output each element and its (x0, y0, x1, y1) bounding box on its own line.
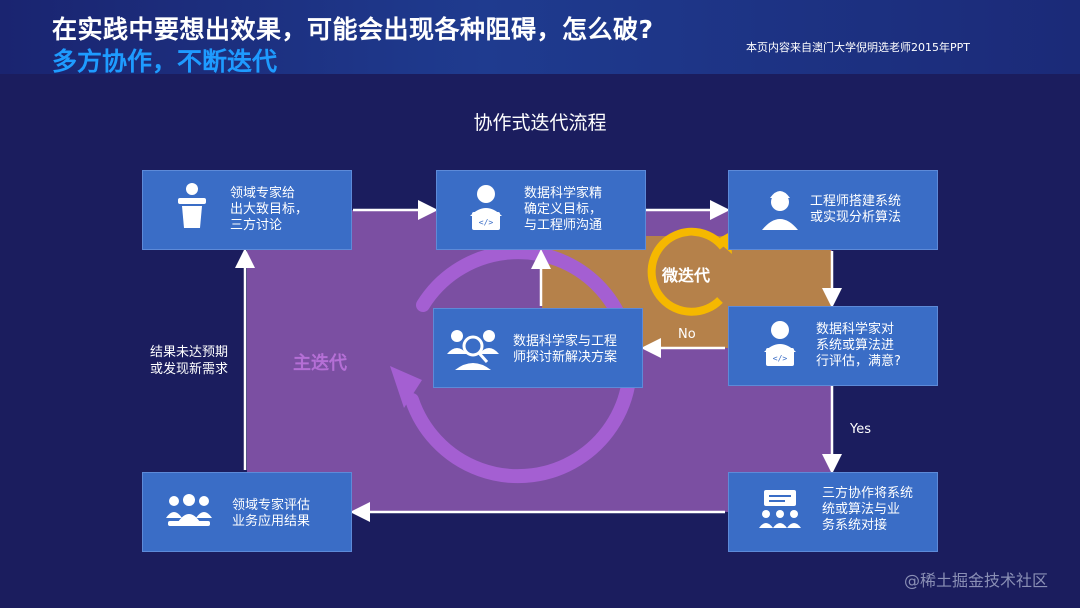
svg-text:</>: </> (773, 354, 788, 363)
coder-laptop-icon: </> (470, 185, 502, 230)
header-bar (0, 0, 1080, 74)
box-domain-eval-text: 领域专家评估 业务应用结果 (232, 498, 311, 529)
audience-group-icon (166, 494, 212, 526)
box-ds-discuss-text: 数据科学家与工程 师探讨新解决方案 (513, 334, 618, 365)
page-title: 在实践中要想出效果，可能会出现各种阻碍，怎么破? (52, 15, 654, 44)
micro-iteration-label: 微迭代 (662, 266, 711, 285)
engineer-avatar-icon (762, 191, 798, 230)
watermark: @稀土掘金技术社区 (904, 571, 1049, 590)
presentation-team-icon (759, 490, 801, 528)
box-domain-goal-text: 领域专家给 出大致目标， 三方讨论 (230, 186, 309, 233)
svg-text:</>: </> (479, 218, 494, 227)
edge-label-yes: Yes (850, 422, 871, 437)
evaluator-laptop-icon: </> (764, 321, 796, 366)
box-ds-evaluate: </> 数据科学家对 系统或算法进 行评估，满意? (728, 306, 938, 386)
box-three-party: 三方协作将系统 统或算法与业 务系统对接 (728, 472, 938, 552)
box-ds-discuss: 数据科学家与工程 师探讨新解决方案 (433, 308, 643, 388)
box-ds-define: </> 数据科学家精 确定义目标， 与工程师沟通 (436, 170, 646, 250)
source-note: 本页内容来自澳门大学倪明选老师2015年PPT (746, 41, 970, 54)
box-three-party-text: 三方协作将系统 统或算法与业 务系统对接 (822, 486, 914, 533)
podium-speaker-icon (178, 183, 206, 228)
box-domain-goal: 领域专家给 出大致目标， 三方讨论 (142, 170, 352, 250)
box-ds-define-text: 数据科学家精 确定义目标， 与工程师沟通 (524, 186, 603, 233)
main-iteration-label: 主迭代 (293, 353, 347, 374)
edge-label-no: No (678, 327, 696, 342)
team-search-icon (447, 330, 499, 370)
box-domain-eval: 领域专家评估 业务应用结果 (142, 472, 352, 552)
diagram-title: 协作式迭代流程 (473, 112, 607, 134)
box-ds-evaluate-text: 数据科学家对 系统或算法进 行评估，满意? (816, 322, 901, 369)
edge-label-unmet: 结果未达预期 或发现新需求 (150, 345, 229, 377)
page-subtitle: 多方协作，不断迭代 (52, 47, 278, 76)
box-engineer-build: 工程师搭建系统 或实现分析算法 (728, 170, 938, 250)
box-engineer-build-text: 工程师搭建系统 或实现分析算法 (810, 194, 902, 225)
